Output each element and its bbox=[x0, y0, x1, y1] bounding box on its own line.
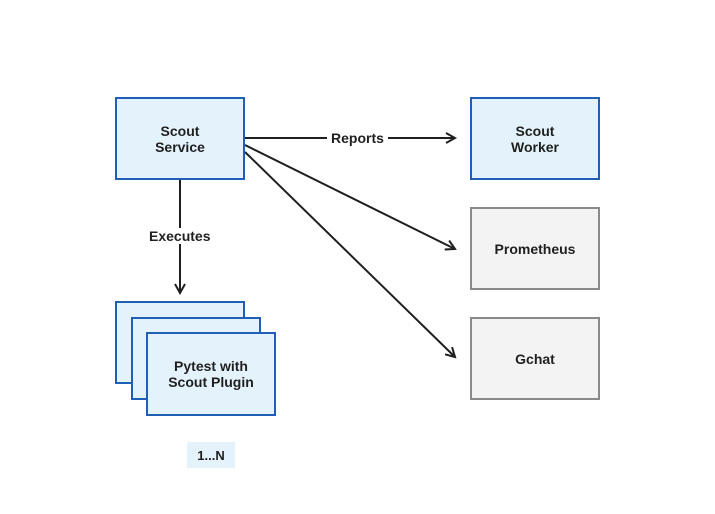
instance-count-badge: 1...N bbox=[187, 442, 235, 468]
scout-worker-line-1: Scout bbox=[515, 122, 555, 139]
prometheus-label: Prometheus bbox=[494, 240, 576, 257]
scout-worker-node: Scout Worker bbox=[470, 97, 600, 180]
gchat-node: Gchat bbox=[470, 317, 600, 400]
gchat-label: Gchat bbox=[515, 350, 555, 367]
scout-service-line-2: Service bbox=[155, 138, 205, 155]
gchat-arrow bbox=[244, 151, 455, 357]
reports-label: Reports bbox=[327, 130, 388, 146]
scout-worker-line-2: Worker bbox=[511, 138, 559, 155]
executes-label: Executes bbox=[145, 228, 215, 244]
pytest-line-2: Scout Plugin bbox=[168, 374, 254, 390]
scout-service-line-1: Scout bbox=[160, 122, 200, 139]
prometheus-arrow bbox=[244, 144, 455, 249]
prometheus-node: Prometheus bbox=[470, 207, 600, 290]
pytest-line-1: Pytest with bbox=[174, 358, 248, 374]
pytest-node: Pytest with Scout Plugin bbox=[146, 332, 276, 416]
scout-service-node: Scout Service bbox=[115, 97, 245, 180]
